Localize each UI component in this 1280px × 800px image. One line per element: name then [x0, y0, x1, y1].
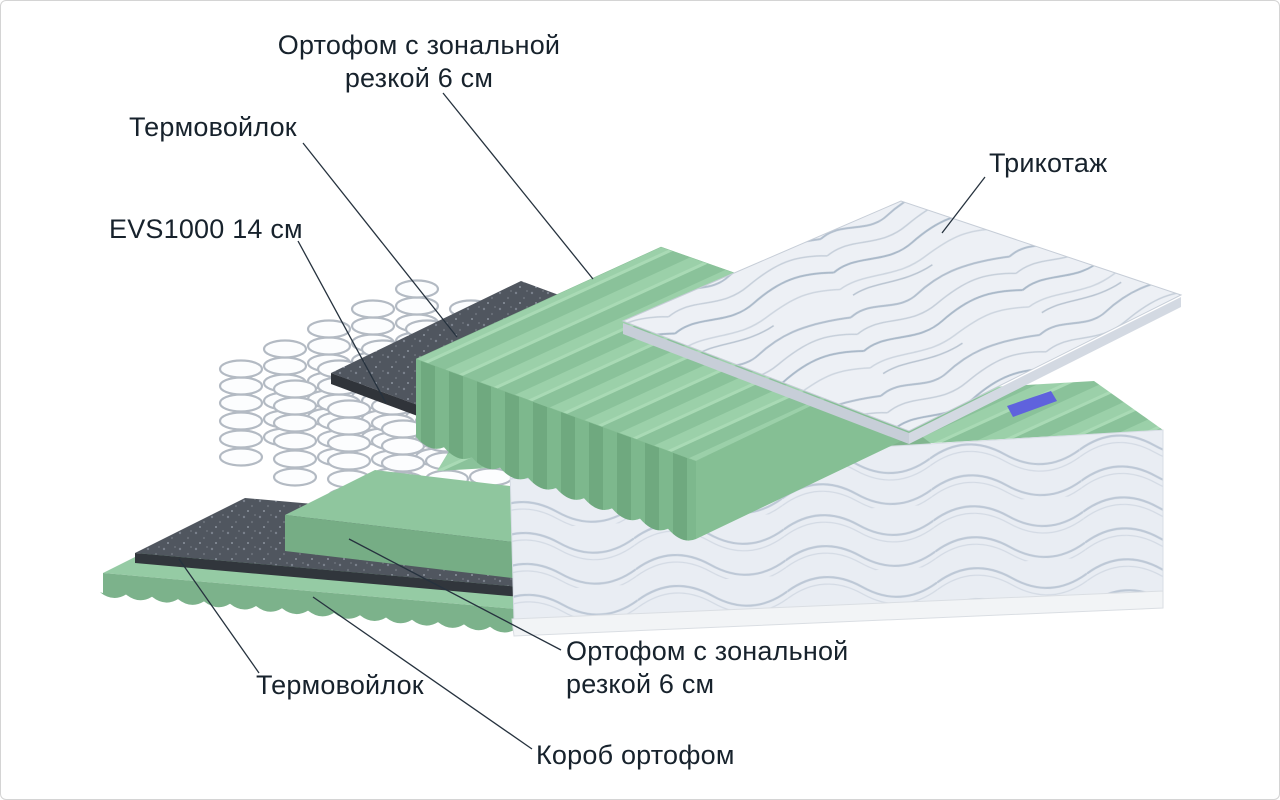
leader-springs: [297, 240, 387, 404]
label-orthofoam-bottom-line1: Ортофом с зональной: [566, 636, 849, 666]
base-edge-strip: [511, 590, 1164, 637]
label-thermofelt-bottom: Термовойлок: [256, 670, 424, 700]
label-orthofoam-top-line1: Ортофом с зональной: [277, 30, 561, 60]
leader-thermofelt-bottom: [178, 558, 260, 674]
leader-orthofoam-top: [442, 92, 594, 280]
leader-tricot: [941, 176, 986, 234]
leader-base-box: [312, 596, 533, 750]
leader-thermofelt-top: [302, 142, 458, 338]
label-orthofoam-top: Ортофом с зональной резкой 6 см: [259, 29, 579, 95]
label-base-box: Короб ортофом: [536, 740, 735, 770]
label-springs: EVS1000 14 см: [109, 214, 303, 244]
label-orthofoam-top-line2: резкой 6 см: [344, 62, 494, 93]
label-orthofoam-bottom-line2: резкой 6 см: [566, 668, 715, 699]
label-tricot: Трикотаж: [989, 148, 1108, 178]
label-thermofelt-top: Термовойлок: [129, 112, 297, 142]
knit-cover-layer: [621, 200, 1183, 444]
leader-orthofoam-bottom: [348, 538, 562, 651]
brand-tag: [1007, 391, 1057, 417]
leader-lines: [178, 92, 986, 750]
label-orthofoam-bottom: Ортофом с зональной резкой 6 см: [566, 635, 848, 701]
